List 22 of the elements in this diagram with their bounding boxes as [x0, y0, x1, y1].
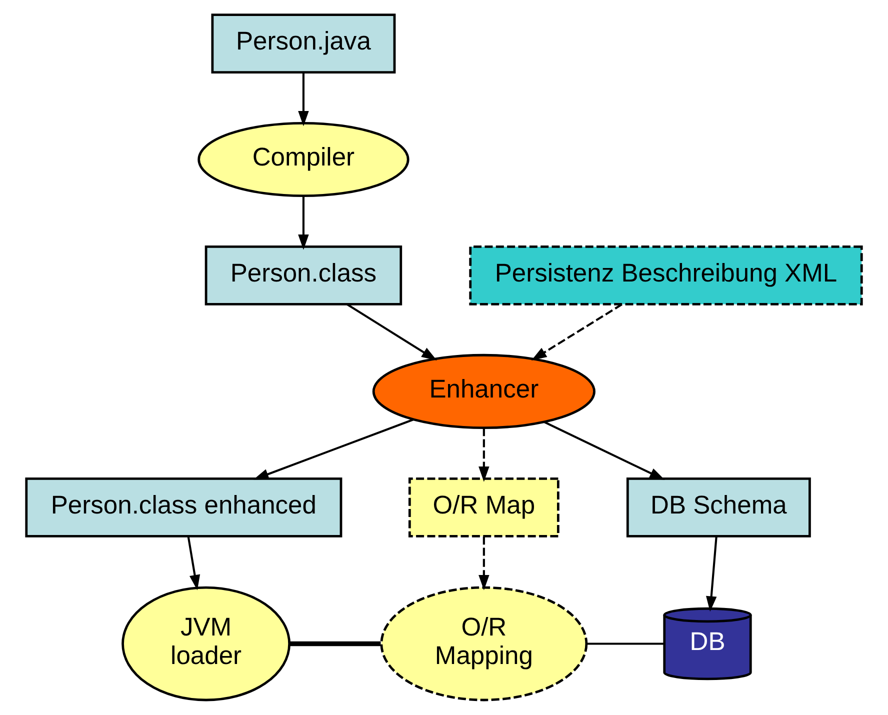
arrow — [298, 72, 309, 126]
node-ellipse: Enhancer — [372, 354, 596, 430]
node-ellipse: JVM loader — [122, 586, 291, 702]
connector — [290, 641, 381, 646]
node-ellipse: O/R Mapping — [380, 586, 588, 702]
arrow — [706, 536, 718, 612]
node-box: DB Schema — [626, 478, 811, 538]
arrow — [253, 418, 414, 480]
node-box: Person.class enhanced — [25, 478, 342, 538]
arrow — [346, 304, 437, 360]
node-box: Persistenz Beschreibung XML — [469, 246, 863, 306]
node-ellipse: Compiler — [198, 122, 410, 198]
arrow — [478, 536, 490, 590]
arrow — [531, 304, 622, 360]
node-box: Person.java — [211, 14, 396, 74]
arrow — [187, 536, 200, 590]
connector — [586, 642, 664, 645]
arrow — [298, 196, 309, 250]
arrow — [544, 421, 665, 480]
node-box: O/R Map — [408, 478, 560, 538]
arrow — [478, 428, 490, 482]
node-box: Person.class — [204, 246, 402, 306]
